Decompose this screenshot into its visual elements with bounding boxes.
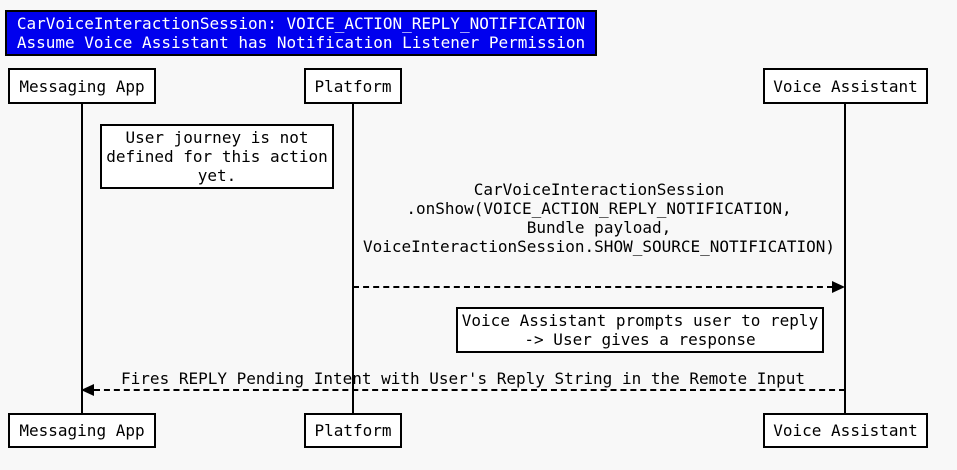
actor-top-voice-assistant: Voice Assistant — [763, 68, 928, 104]
message-line: CarVoiceInteractionSession — [473, 180, 725, 199]
lifeline-voice-assistant — [844, 104, 846, 413]
note-line: defined for this action — [106, 147, 328, 166]
message-line: VoiceInteractionSession.SHOW_SOURCE_NOTI… — [362, 237, 835, 256]
message-line: Fires REPLY Pending Intent with User's R… — [121, 369, 805, 388]
title-line-1: CarVoiceInteractionSession: VOICE_ACTION… — [16, 14, 586, 33]
actor-label: Platform — [314, 421, 392, 440]
arrowhead-left-icon — [81, 384, 94, 396]
note-line: -> User gives a response — [524, 330, 756, 349]
actor-top-platform: Platform — [304, 68, 402, 104]
title-line-2: Assume Voice Assistant has Notification … — [16, 33, 586, 52]
actor-label: Voice Assistant — [773, 421, 918, 440]
note-line: Voice Assistant prompts user to reply — [461, 311, 819, 330]
message-line: .onShow(VOICE_ACTION_REPLY_NOTIFICATION, — [406, 199, 792, 218]
note-voice-assistant-prompts: Voice Assistant prompts user to reply ->… — [456, 307, 824, 353]
diagram-title: CarVoiceInteractionSession: VOICE_ACTION… — [5, 10, 597, 56]
actor-bottom-platform: Platform — [304, 413, 402, 448]
actor-top-messaging-app: Messaging App — [8, 68, 156, 104]
message-line: Bundle payload, — [526, 218, 672, 237]
message-fires-reply-label: Fires REPLY Pending Intent with User's R… — [113, 369, 813, 388]
note-line: User journey is not — [125, 128, 309, 147]
arrow-platform-to-voice-assistant — [353, 286, 833, 288]
arrowhead-right-icon — [832, 281, 845, 293]
actor-label: Messaging App — [19, 421, 145, 440]
message-onshow-label: CarVoiceInteractionSession .onShow(VOICE… — [349, 180, 849, 256]
note-user-journey: User journey is not defined for this act… — [100, 124, 334, 189]
note-line: yet. — [197, 166, 237, 185]
actor-label: Platform — [314, 76, 392, 96]
arrow-voice-assistant-to-messaging-app — [94, 389, 845, 391]
lifeline-platform — [352, 104, 354, 413]
actor-label: Messaging App — [19, 76, 145, 96]
actor-bottom-voice-assistant: Voice Assistant — [763, 413, 928, 448]
actor-label: Voice Assistant — [773, 76, 918, 96]
lifeline-messaging-app — [81, 104, 83, 413]
actor-bottom-messaging-app: Messaging App — [8, 413, 156, 448]
